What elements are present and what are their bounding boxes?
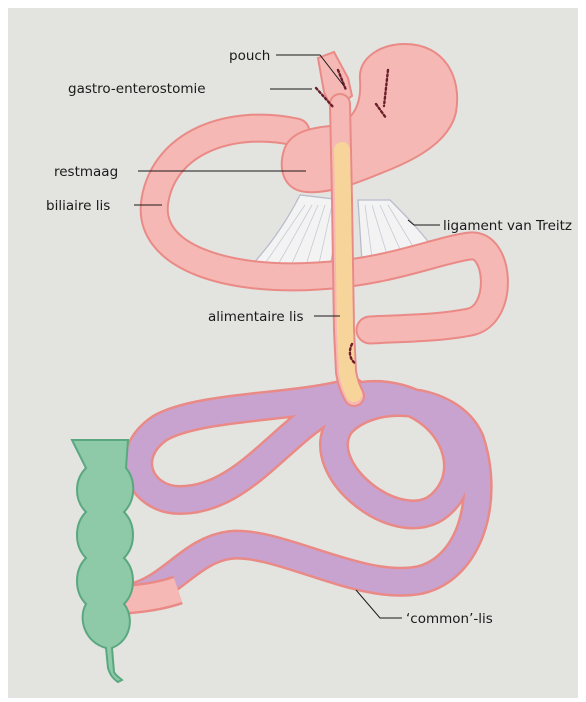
common-limb (122, 392, 478, 600)
label-ligament-van-treitz: ligament van Treitz (443, 218, 572, 234)
alimentary-limb (340, 104, 354, 396)
label-biliaire-lis: biliaire lis (46, 198, 110, 214)
label-common-lis: ‘common’-lis (406, 611, 493, 627)
label-pouch: pouch (229, 48, 270, 64)
label-gastro-enterostomie: gastro-enterostomie (68, 81, 206, 97)
label-restmaag: restmaag (54, 164, 118, 180)
label-alimentaire-lis: alimentaire lis (208, 309, 304, 325)
remnant-stomach (282, 44, 457, 192)
colon (72, 440, 133, 682)
